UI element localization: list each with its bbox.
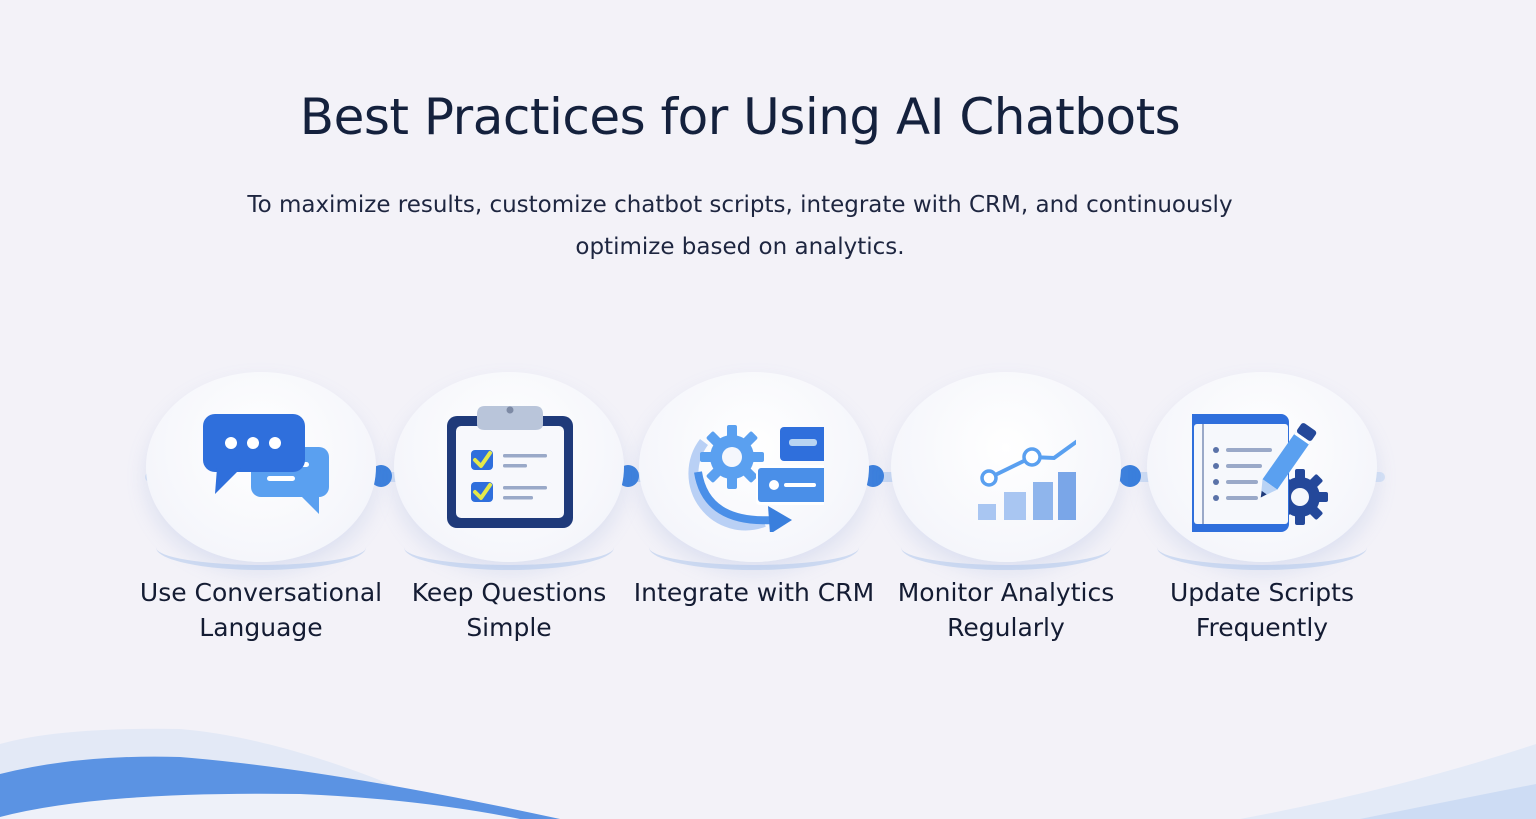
icon-halo <box>891 372 1121 570</box>
clipboard-checklist-icon <box>447 406 573 528</box>
chat-bubbles-icon <box>203 414 329 514</box>
bar-line-chart-icon <box>978 439 1076 520</box>
step-use-conversational-language: Use Conversational Language <box>140 372 382 662</box>
decorative-waves <box>0 728 1536 819</box>
document-pencil-gear-icon <box>1192 414 1328 532</box>
step-update-scripts-frequently: Update Scripts Frequently <box>1142 372 1382 662</box>
step-monitor-analytics-regularly: Monitor Analytics Regularly <box>886 372 1126 662</box>
step-keep-questions-simple: Keep Questions Simple <box>389 372 629 662</box>
step-label: Use Conversational Language <box>139 578 383 642</box>
step-label: Keep Questions Simple <box>411 578 607 642</box>
step-integrate-with-crm: Integrate with CRM <box>634 372 874 662</box>
step-label: Update Scripts Frequently <box>1169 578 1355 642</box>
page-title: Best Practices for Using AI Chatbots <box>299 88 1181 146</box>
gear-sync-cards-icon <box>688 425 824 532</box>
icon-halo <box>639 372 869 570</box>
page-subtitle: To maximize results, customize chatbot s… <box>247 192 1233 260</box>
step-label: Monitor Analytics Regularly <box>897 578 1115 642</box>
timeline-connector-dot <box>1119 465 1141 487</box>
step-label: Integrate with CRM <box>633 578 875 607</box>
